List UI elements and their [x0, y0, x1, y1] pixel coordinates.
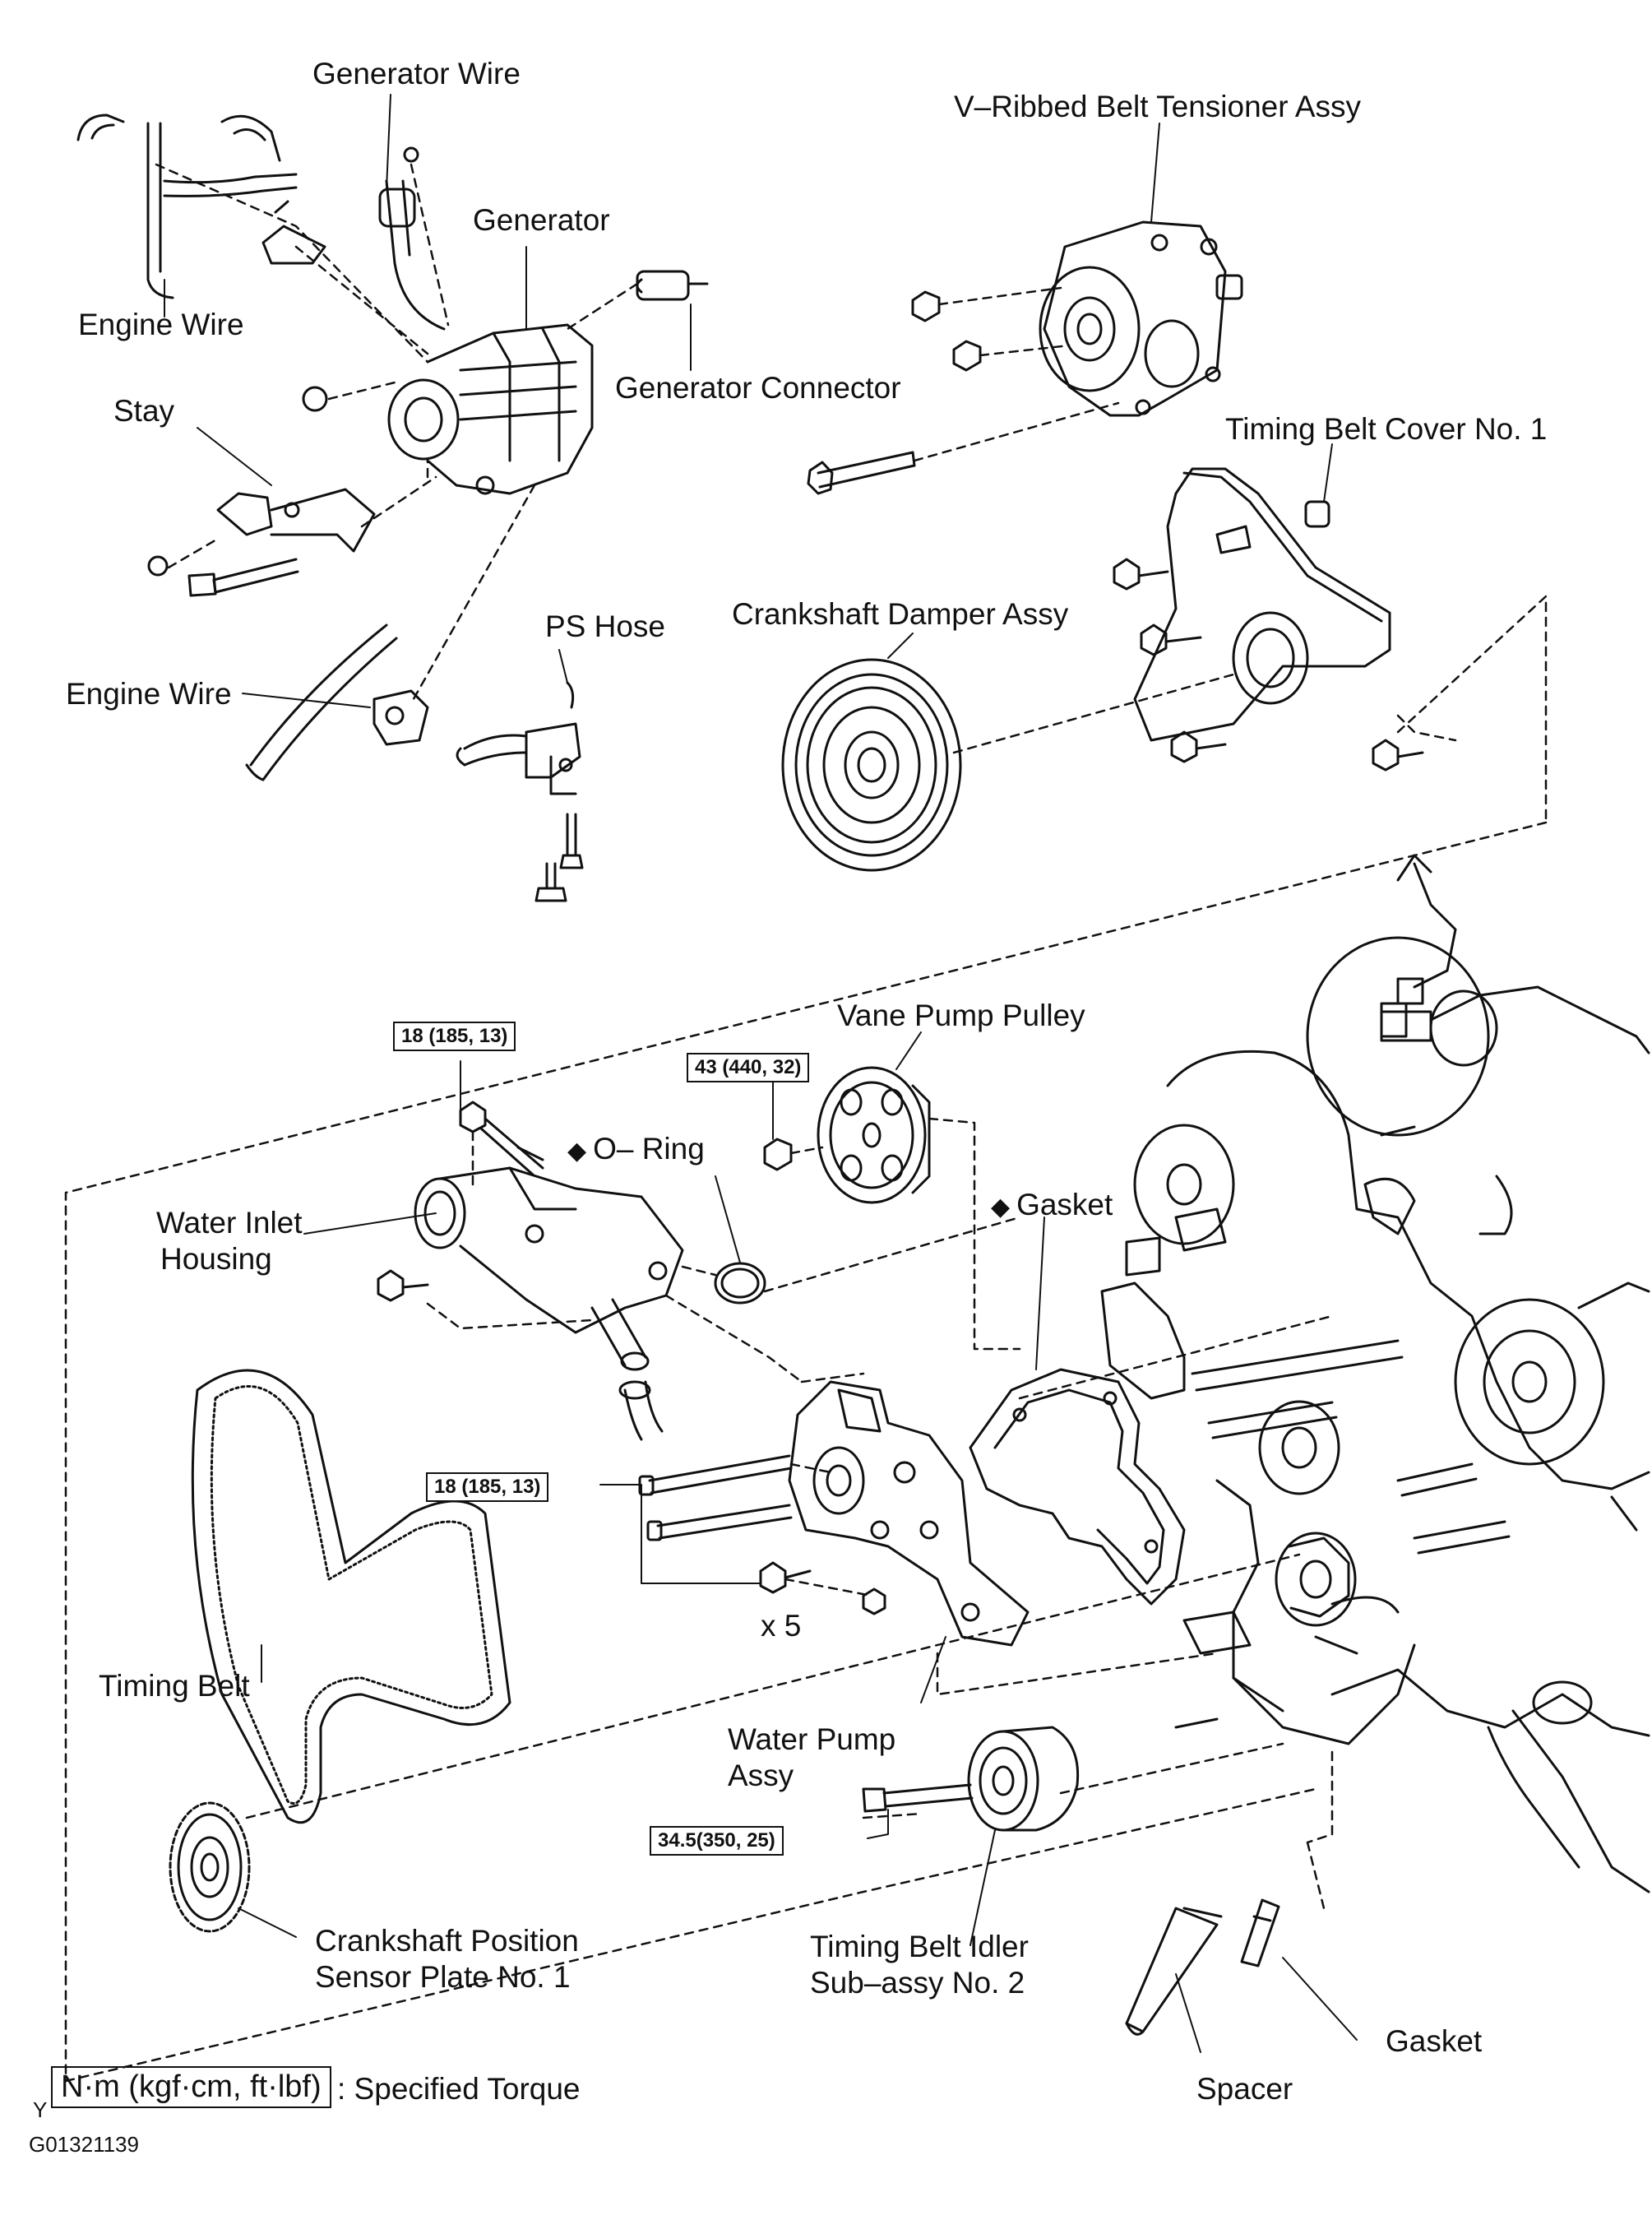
dashed-guides-middle	[426, 1117, 1021, 1383]
diamond-marker-gasket: ◆	[991, 1193, 1011, 1221]
legend-torque-unit-box: N·m (kgf·cm, ft·lbf)	[51, 2066, 331, 2108]
gasket-upper-part	[969, 1368, 1186, 1606]
label-o-ring: ◆O– Ring	[567, 1131, 705, 1167]
idler-line-1: Timing Belt Idler	[810, 1930, 1029, 1963]
label-ps-hose: PS Hose	[545, 609, 666, 643]
label-timing-belt: Timing Belt	[99, 1669, 250, 1703]
dashed-guides-lower	[64, 1553, 1334, 2083]
label-water-inlet-housing: Water Inlet Housing	[156, 1205, 303, 1278]
legend-specified-torque-text: : Specified Torque	[337, 2072, 581, 2106]
label-engine-wire-top: Engine Wire	[78, 308, 244, 341]
torque-inlet-bolt: 18 (185, 13)	[393, 1022, 516, 1051]
label-generator: Generator	[473, 203, 610, 237]
cover-bolts	[1113, 558, 1424, 772]
v-ribbed-belt-tensioner-part	[1039, 220, 1243, 417]
crank-sensor-line-2: Sensor Plate No. 1	[315, 1960, 571, 1995]
stay-part	[147, 488, 376, 597]
generator-wire-part	[378, 146, 446, 331]
engine-block-part	[1100, 854, 1650, 1893]
idler-line-2: Sub–assy No. 2	[810, 1966, 1025, 2000]
label-x5: x 5	[761, 1609, 802, 1643]
timing-belt-idler-part	[862, 1726, 1080, 1832]
label-engine-wire-bottom: Engine Wire	[66, 677, 232, 711]
corner-mark: Y	[33, 2097, 48, 2122]
label-spacer: Spacer	[1196, 2072, 1293, 2106]
label-gasket-upper: ◆Gasket	[991, 1187, 1113, 1223]
torque-water-pump-bolts: 18 (185, 13)	[426, 1472, 549, 1502]
tensioner-nuts	[807, 290, 982, 495]
label-timing-belt-idler: Timing Belt Idler Sub–assy No. 2	[810, 1929, 1029, 2002]
dashed-guides-tensioner	[913, 286, 1120, 462]
o-ring-text: O– Ring	[593, 1132, 705, 1166]
engine-wire-lower-part	[245, 623, 429, 781]
diamond-marker-o-ring: ◆	[567, 1138, 587, 1165]
label-crankshaft-damper: Crankshaft Damper Assy	[732, 597, 1069, 631]
label-gasket-lower: Gasket	[1386, 2024, 1483, 2058]
timing-belt-part	[191, 1369, 511, 1824]
crankshaft-damper-part	[781, 658, 962, 872]
inlet-bolts	[377, 1101, 544, 1302]
label-timing-belt-cover: Timing Belt Cover No. 1	[1225, 412, 1548, 446]
dashed-guides-damper	[64, 595, 1548, 2083]
gasket-upper-text: Gasket	[1016, 1188, 1113, 1221]
crank-sensor-line-1: Crankshaft Position	[315, 1924, 579, 1958]
water-pump-line-1: Water Pump	[728, 1722, 896, 1756]
water-inlet-line-1: Water Inlet	[156, 1206, 303, 1240]
gasket-lower-part	[1240, 1898, 1280, 1967]
o-ring-part	[714, 1262, 766, 1305]
water-inlet-housing-part	[414, 1166, 684, 1441]
water-inlet-line-2: Housing	[160, 1242, 272, 1277]
label-stay: Stay	[113, 394, 175, 428]
water-pump-part	[788, 1380, 1030, 1647]
torque-vane-pump-nut: 43 (440, 32)	[687, 1053, 810, 1082]
dashed-guides-pump	[784, 1314, 1334, 1696]
ps-hose-part	[456, 681, 584, 902]
timing-belt-cover-part	[1133, 467, 1391, 742]
figure-id: G01321139	[29, 2132, 139, 2157]
leader-lines	[164, 94, 1358, 2053]
label-crank-sensor-plate: Crankshaft Position Sensor Plate No. 1	[315, 1923, 579, 1996]
water-pump-line-2: Assy	[728, 1759, 794, 1793]
label-vane-pump-pulley: Vane Pump Pulley	[837, 999, 1085, 1032]
label-water-pump: Water Pump Assy	[728, 1722, 895, 1795]
spacer-part	[1125, 1907, 1223, 2036]
torque-idler-bolt: 34.5(350, 25)	[650, 1826, 784, 1856]
label-v-ribbed-tensioner: V–Ribbed Belt Tensioner Assy	[954, 90, 1362, 123]
engine-wire-upper-part	[76, 114, 326, 299]
vane-pump-pulley-part	[763, 1066, 931, 1204]
crankshaft-position-sensor-plate-part	[169, 1801, 251, 1933]
label-generator-wire: Generator Wire	[312, 57, 521, 90]
water-pump-bolts	[638, 1454, 886, 1615]
generator-connector-part	[636, 270, 709, 301]
generator-part	[302, 323, 594, 495]
dashed-guides-upper-left	[155, 163, 639, 705]
label-generator-connector: Generator Connector	[615, 371, 901, 405]
